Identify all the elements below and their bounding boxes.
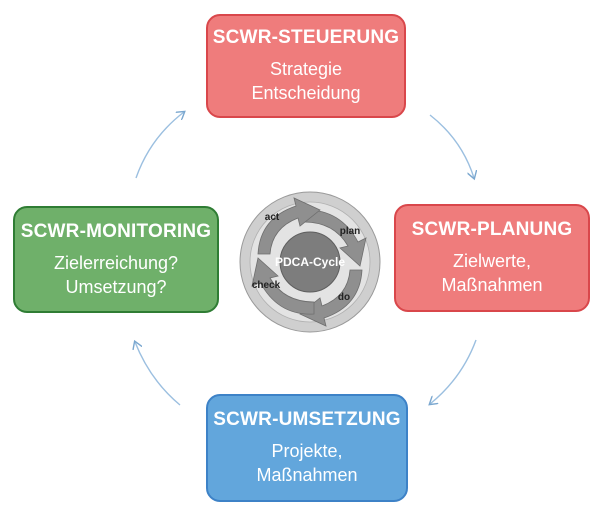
arrow-planung-to-umsetzung — [430, 339, 477, 404]
scwr-steuerung-box: SCWR-STEUERUNG Strategie Entscheidung — [206, 14, 406, 118]
scwr-umsetzung-title: SCWR-UMSETZUNG — [213, 409, 401, 430]
scwr-monitoring-title: SCWR-MONITORING — [20, 220, 212, 242]
pdca-label-check: check — [252, 280, 281, 291]
pdca-label-act: act — [265, 212, 280, 223]
scwr-planung-title: SCWR-PLANUNG — [411, 219, 573, 240]
scwr-umsetzung-line-1: Projekte, — [271, 441, 343, 461]
pdca-center-label: PDCA-Cycle — [275, 255, 345, 269]
pdca-label-plan: plan — [340, 226, 361, 237]
scwr-planung-box: SCWR-PLANUNG Zielwerte, Maßnahmen — [394, 204, 590, 312]
arrow-steuerung-to-planung — [429, 114, 474, 178]
scwr-steuerung-line-2: Entscheidung — [251, 83, 361, 103]
scwr-umsetzung-box: SCWR-UMSETZUNG Projekte, Maßnahmen — [206, 394, 408, 502]
arrow-monitoring-to-steuerung — [135, 112, 184, 179]
pdca-swirl — [251, 197, 367, 327]
scwr-steuerung-line-1: Strategie — [269, 59, 343, 79]
pdca-label-do: do — [338, 292, 350, 303]
scwr-planung-line-2: Maßnahmen — [441, 275, 543, 295]
scwr-planung-line-1: Zielwerte, — [452, 251, 532, 271]
scwr-steuerung-title: SCWR-STEUERUNG — [212, 27, 400, 48]
scwr-monitoring-line-1: Zielerreichung? — [53, 252, 179, 273]
arrow-umsetzung-to-monitoring — [135, 342, 181, 406]
scwr-monitoring-line-2: Umsetzung? — [65, 276, 167, 297]
scwr-monitoring-box: SCWR-MONITORING Zielerreichung? Umsetzun… — [13, 206, 219, 313]
scwr-umsetzung-line-2: Maßnahmen — [256, 465, 358, 485]
